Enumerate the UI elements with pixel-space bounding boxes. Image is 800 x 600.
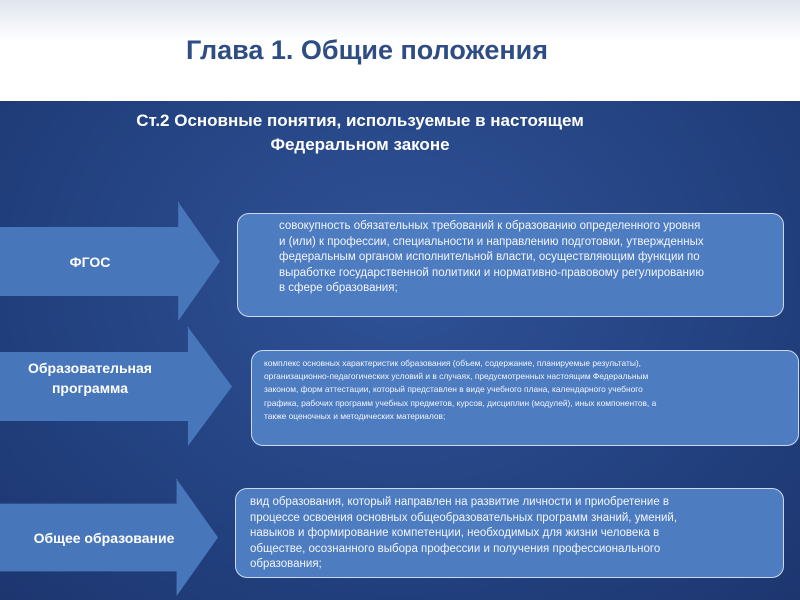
definition-line: навыков и формирование компетенции, необ…: [250, 527, 660, 539]
definition-line: совокупность обязательных требований к о…: [279, 220, 701, 232]
term-label-line-2: программа: [51, 380, 129, 396]
term-label-line-1: Образовательная: [28, 360, 152, 376]
definition-box-fgos: совокупность обязательных требований к о…: [237, 213, 784, 317]
definition-line: комплекс основных характеристик образова…: [264, 358, 641, 368]
slide-body: Ст.2 Основные понятия, используемые в на…: [0, 101, 800, 600]
slide-title: Глава 1. Общие положения: [186, 35, 549, 65]
definition-text-fgos: совокупность обязательных требований к о…: [279, 219, 704, 297]
term-label-educational-program: Образовательная программа: [0, 358, 180, 398]
definition-line: графика, рабочих программ учебных предме…: [264, 397, 657, 408]
definition-line: и (или) к профессии, специальности и нап…: [279, 235, 704, 248]
definition-box-educational-program: комплекс основных характеристик образова…: [251, 350, 799, 446]
definition-line: вид образования, который направлен на ра…: [250, 496, 670, 508]
article-heading: Ст.2 Основные понятия, используемые в на…: [80, 109, 640, 157]
definition-line: образования;: [250, 558, 322, 570]
term-arrow-general-education: Общее образование: [0, 479, 218, 596]
definition-line: федеральным органом исполнительной власт…: [279, 251, 700, 263]
article-heading-line-1: Ст.2 Основные понятия, используемые в на…: [136, 111, 584, 130]
term-arrow-fgos: ФГОС: [0, 202, 220, 321]
slide-header: Глава 1. Общие положения: [0, 0, 800, 102]
term-label-general-education: Общее образование: [33, 530, 175, 546]
definition-line: организационно-педагогических условий и …: [264, 371, 649, 382]
definition-text-general-education: вид образования, который направлен на ра…: [250, 495, 677, 573]
definition-line: в сфере образования;: [279, 282, 398, 294]
definition-text-educational-program: комплекс основных характеристик образова…: [264, 357, 656, 423]
definition-line: процессе освоения основных общеобразоват…: [250, 511, 678, 524]
article-heading-line-2: Федеральном законе: [270, 135, 450, 154]
definition-box-general-education: вид образования, который направлен на ра…: [235, 488, 784, 578]
term-arrow-educational-program: Образовательная программа: [0, 327, 232, 446]
definition-line: выработке государственной политики и нор…: [279, 266, 704, 279]
definition-line: законом, форм аттестации, который предст…: [264, 384, 643, 395]
definition-line: также оценочных и методических материало…: [264, 410, 446, 421]
term-label-fgos: ФГОС: [69, 254, 111, 270]
definition-line: обществе, осознанного выбора профессии и…: [250, 542, 661, 555]
